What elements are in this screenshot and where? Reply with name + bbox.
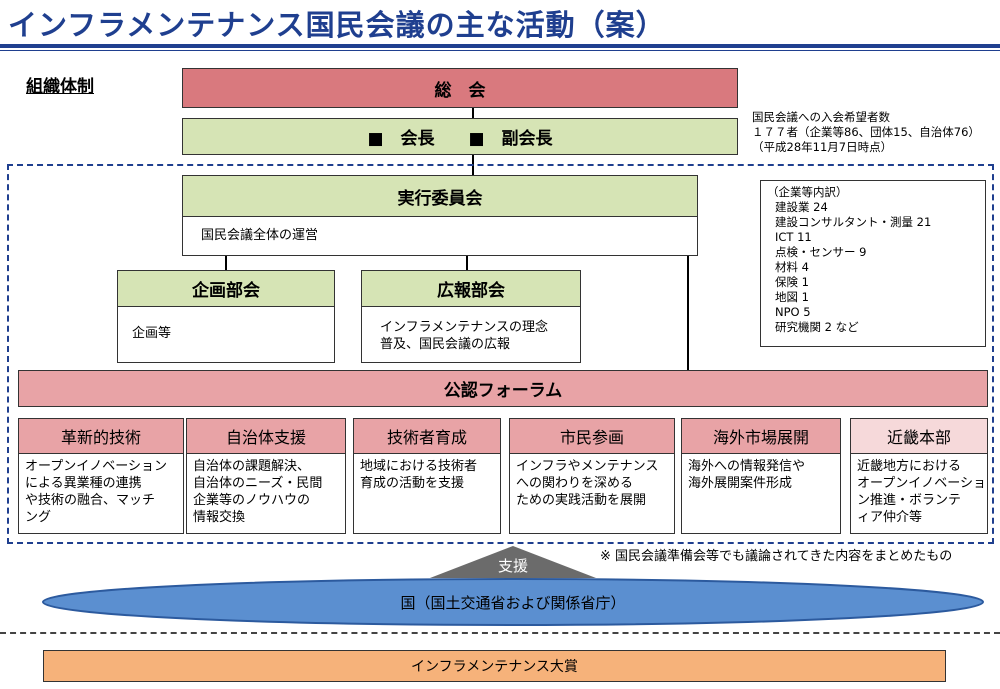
members-note-line: １７７者（企業等86、団体15、自治体76） xyxy=(752,125,980,139)
forum-column-desc: 近畿地方におけるオープンイノベーション推進・ボランティア仲介等 xyxy=(851,454,987,526)
breakdown-item: NPO 5 xyxy=(775,305,811,319)
page-title: インフラメンテナンス国民会議の主な活動（案） xyxy=(8,8,666,42)
support-arrow-shape xyxy=(430,546,596,578)
forum-desc-line: 情報交換 xyxy=(193,510,246,525)
breakdown-item: 材料 4 xyxy=(775,260,809,274)
forum-desc-line: 海外展開案件形成 xyxy=(688,476,793,491)
members-note-line: （平成28年11月7日時点） xyxy=(752,140,893,154)
breakdown-item: 建設コンサルタント・測量 21 xyxy=(775,215,932,229)
forum-column: 海外市場展開海外への情報発信や海外展開案件形成 xyxy=(681,418,841,534)
breakdown-title: （企業等内訳） xyxy=(767,185,848,199)
breakdown-item: 点検・センサー 9 xyxy=(775,245,867,259)
connector-line xyxy=(687,256,689,370)
general-meeting-box: 総 会 xyxy=(182,68,738,108)
pr-header: 広報部会 xyxy=(362,271,580,307)
forum-desc-line: 近畿地方における xyxy=(857,459,962,474)
forum-desc-line: 企業等のノウハウの xyxy=(193,493,311,508)
planning-desc: 企画等 xyxy=(132,326,172,341)
connector-line xyxy=(472,108,474,118)
footnote: ※ 国民会議準備会等でも議論されてきた内容をまとめたもの xyxy=(600,549,953,564)
pr-desc: インフラメンテナンスの理念 普及、国民会議の広報 xyxy=(362,307,580,353)
forum-desc-line: 自治体のニーズ・民間 xyxy=(193,476,323,491)
breakdown-item: ICT 11 xyxy=(775,230,812,244)
forum-desc-line: オープンイノベーショ xyxy=(857,476,986,491)
forum-column-header: 市民参画 xyxy=(510,419,674,454)
forum-column-header: 近畿本部 xyxy=(851,419,987,454)
planning-header: 企画部会 xyxy=(118,271,334,307)
forum-desc-line: 地域における技術者 xyxy=(360,459,478,474)
forum-column-desc: 海外への情報発信や海外展開案件形成 xyxy=(682,454,840,492)
forum-desc-line: 自治体の課題解決、 xyxy=(193,459,311,474)
forum-column-desc: 地域における技術者育成の活動を支援 xyxy=(354,454,500,492)
company-breakdown-box: （企業等内訳） 建設業 24 建設コンサルタント・測量 21 ICT 11 点検… xyxy=(760,180,986,347)
organization-region xyxy=(7,164,994,544)
members-note: 国民会議への入会希望者数 １７７者（企業等86、団体15、自治体76） （平成2… xyxy=(752,110,997,155)
ellipse-shape xyxy=(42,578,984,626)
pr-subcommittee: 広報部会 インフラメンテナンスの理念 普及、国民会議の広報 xyxy=(361,270,581,363)
forum-desc-line: ング xyxy=(25,510,52,525)
forum-desc-line: や技術の融合、マッチ xyxy=(25,493,156,508)
forum-desc-line: による異業種の連携 xyxy=(25,476,142,491)
executive-committee: 実行委員会 国民会議全体の運営 xyxy=(182,175,698,256)
breakdown-item: 保険 1 xyxy=(775,275,809,289)
title-underline xyxy=(0,44,1000,48)
forum-column-desc: インフラやメンテナンスへの関わりを深めるための実践活動を展開 xyxy=(510,454,674,509)
forum-desc-line: ン推進・ボランテ xyxy=(857,493,962,508)
forum-desc-line: インフラやメンテナンス xyxy=(516,459,659,474)
forum-column-desc: 自治体の課題解決、自治体のニーズ・民間企業等のノウハウの情報交換 xyxy=(187,454,345,526)
members-note-line: 国民会議への入会希望者数 xyxy=(752,110,890,124)
forum-column-header: 技術者育成 xyxy=(354,419,500,454)
government-label: 国（国土交通省および関係省庁） xyxy=(400,593,626,612)
breakdown-item: 地図 1 xyxy=(775,290,809,304)
separator-line xyxy=(0,632,1000,634)
forum-desc-line: ための実践活動を展開 xyxy=(516,493,647,508)
connector-line xyxy=(225,256,227,270)
forum-column: 技術者育成地域における技術者育成の活動を支援 xyxy=(353,418,501,534)
forum-column: 革新的技術オープンイノベーションによる異業種の連携や技術の融合、マッチング xyxy=(18,418,184,534)
forum-column-header: 海外市場展開 xyxy=(682,419,840,454)
executive-committee-header: 実行委員会 xyxy=(183,176,697,217)
award-box: インフラメンテナンス大賞 xyxy=(43,650,946,682)
pr-desc-line: インフラメンテナンスの理念 xyxy=(380,320,548,335)
support-arrow-icon xyxy=(430,546,596,578)
forum-column-header: 自治体支援 xyxy=(187,419,345,454)
connector-line xyxy=(466,256,468,270)
forum-column-header: 革新的技術 xyxy=(19,419,183,454)
planning-subcommittee: 企画部会 企画等 xyxy=(117,270,335,363)
pr-desc-line: 普及、国民会議の広報 xyxy=(380,337,511,352)
forum-header: 公認フォーラム xyxy=(18,370,988,407)
breakdown-item: 研究機関 2 など xyxy=(775,320,859,334)
section-label: 組織体制 xyxy=(26,77,94,97)
forum-desc-line: への関わりを深める xyxy=(516,476,634,491)
forum-desc-line: 海外への情報発信や xyxy=(688,459,806,474)
executive-committee-desc: 国民会議全体の運営 xyxy=(201,228,319,243)
forum-column: 市民参画インフラやメンテナンスへの関わりを深めるための実践活動を展開 xyxy=(509,418,675,534)
forum-desc-line: ィア仲介等 xyxy=(857,510,923,525)
chair-box: ■ 会長 ■ 副会長 xyxy=(182,118,738,155)
support-label: 支援 xyxy=(497,556,528,575)
breakdown-item: 建設業 24 xyxy=(775,200,828,214)
government-ellipse xyxy=(42,578,984,626)
title-underline-thin xyxy=(0,50,1000,51)
forum-column: 近畿本部近畿地方におけるオープンイノベーション推進・ボランティア仲介等 xyxy=(850,418,988,534)
forum-desc-line: オープンイノベーション xyxy=(25,459,167,474)
forum-column-desc: オープンイノベーションによる異業種の連携や技術の融合、マッチング xyxy=(19,454,183,526)
forum-column: 自治体支援自治体の課題解決、自治体のニーズ・民間企業等のノウハウの情報交換 xyxy=(186,418,346,534)
forum-desc-line: 育成の活動を支援 xyxy=(360,476,465,491)
